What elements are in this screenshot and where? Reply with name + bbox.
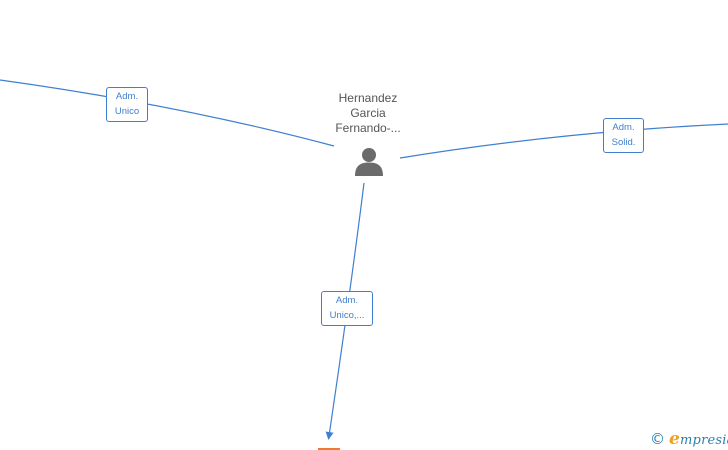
edge-label-down-line-1: Adm. xyxy=(335,295,359,306)
person-icon[interactable] xyxy=(353,145,385,177)
node-name-line-1[interactable]: Hernandez xyxy=(338,91,398,105)
empresia-watermark: © empresia xyxy=(650,429,728,449)
node-name-line-3[interactable]: Fernando-... xyxy=(335,121,401,135)
brand-logo-initial: e xyxy=(669,429,681,449)
edge-label-right[interactable]: Adm. Solid. xyxy=(603,118,644,153)
edge-line-left[interactable] xyxy=(0,79,335,147)
copyright-symbol: © xyxy=(650,430,665,448)
edge-label-right-line-2: Solid. xyxy=(611,137,636,148)
edge-label-left-line-1: Adm. xyxy=(115,91,139,102)
edge-label-down-line-2: Unico,... xyxy=(329,310,365,321)
brand-logo: empresia xyxy=(669,429,728,449)
node-name-line-2[interactable]: Garcia xyxy=(350,106,386,120)
edge-label-left-line-2: Unico xyxy=(114,106,140,117)
edge-label-left[interactable]: Adm. Unico xyxy=(106,87,148,122)
edge-line-right[interactable] xyxy=(399,123,728,159)
brand-logo-text: mpresia xyxy=(680,433,728,448)
edge-label-down[interactable]: Adm. Unico,... xyxy=(321,291,373,326)
center-node-name[interactable]: Hernandez Garcia Fernando-... xyxy=(318,91,418,136)
target-node-marker[interactable] xyxy=(318,448,340,450)
edge-label-right-line-1: Adm. xyxy=(612,122,635,133)
